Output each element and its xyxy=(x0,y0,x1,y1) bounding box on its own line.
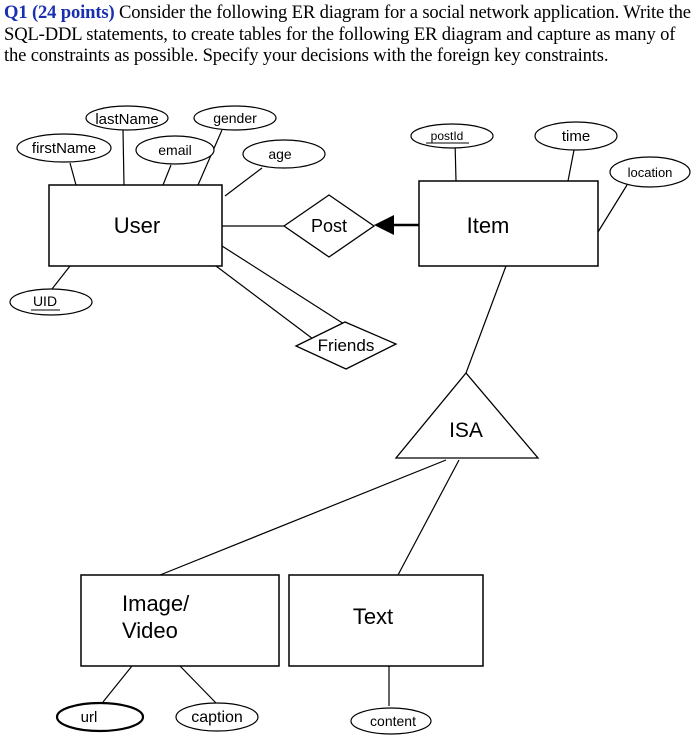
text-entity xyxy=(288,574,484,667)
attr-content-label: content xyxy=(370,713,416,729)
attr-lastName xyxy=(85,105,169,131)
item-entity-label: Item xyxy=(467,213,510,238)
attr-postId xyxy=(410,123,494,149)
attr-postId-label: postId xyxy=(431,129,464,143)
post-relationship xyxy=(282,194,376,258)
isa-triangle xyxy=(394,371,540,459)
key-underlines xyxy=(31,142,469,311)
attr-lastName-label: lastName xyxy=(95,111,158,128)
attr-content xyxy=(350,707,432,735)
post-item-arrow xyxy=(374,215,419,235)
question-body: Consider the following ER diagram for a … xyxy=(4,2,691,67)
item-entity xyxy=(418,180,599,267)
attr-caption-label: caption xyxy=(191,709,243,726)
attr-firstName-label: firstName xyxy=(32,140,96,157)
attr-uid xyxy=(9,288,93,316)
attr-location-label: location xyxy=(628,165,673,180)
user-entity xyxy=(48,184,223,267)
text-entity-label: Text xyxy=(353,604,393,629)
image-video-entity-label-line1: Image/ xyxy=(122,591,190,616)
user-entity-label: User xyxy=(114,213,160,238)
attr-gender-label: gender xyxy=(213,110,257,126)
attr-time xyxy=(534,121,618,151)
friends-relationship-label: Friends xyxy=(318,336,375,355)
isa-label: ISA xyxy=(449,419,483,442)
attr-age-label: age xyxy=(268,146,292,162)
attr-caption xyxy=(175,702,259,732)
attr-url xyxy=(55,701,145,733)
post-relationship-label: Post xyxy=(311,216,347,236)
image-video-entity-label-line2: Video xyxy=(122,618,178,643)
friends-relationship xyxy=(294,321,398,370)
attr-email xyxy=(135,135,215,165)
question-text: Q1 (24 points) Consider the following ER… xyxy=(4,2,698,67)
attr-age xyxy=(242,139,326,169)
attr-email-label: email xyxy=(158,142,191,158)
attr-location xyxy=(609,156,691,188)
attr-time-label: time xyxy=(562,128,590,145)
image-video-entity xyxy=(80,574,280,667)
attr-firstName xyxy=(16,133,112,163)
connector-lines xyxy=(51,129,628,706)
attr-uid-label: UID xyxy=(33,293,57,309)
question-label: Q1 (24 points) xyxy=(4,2,115,23)
attr-gender xyxy=(193,105,277,131)
attr-url-label: url xyxy=(81,709,98,726)
